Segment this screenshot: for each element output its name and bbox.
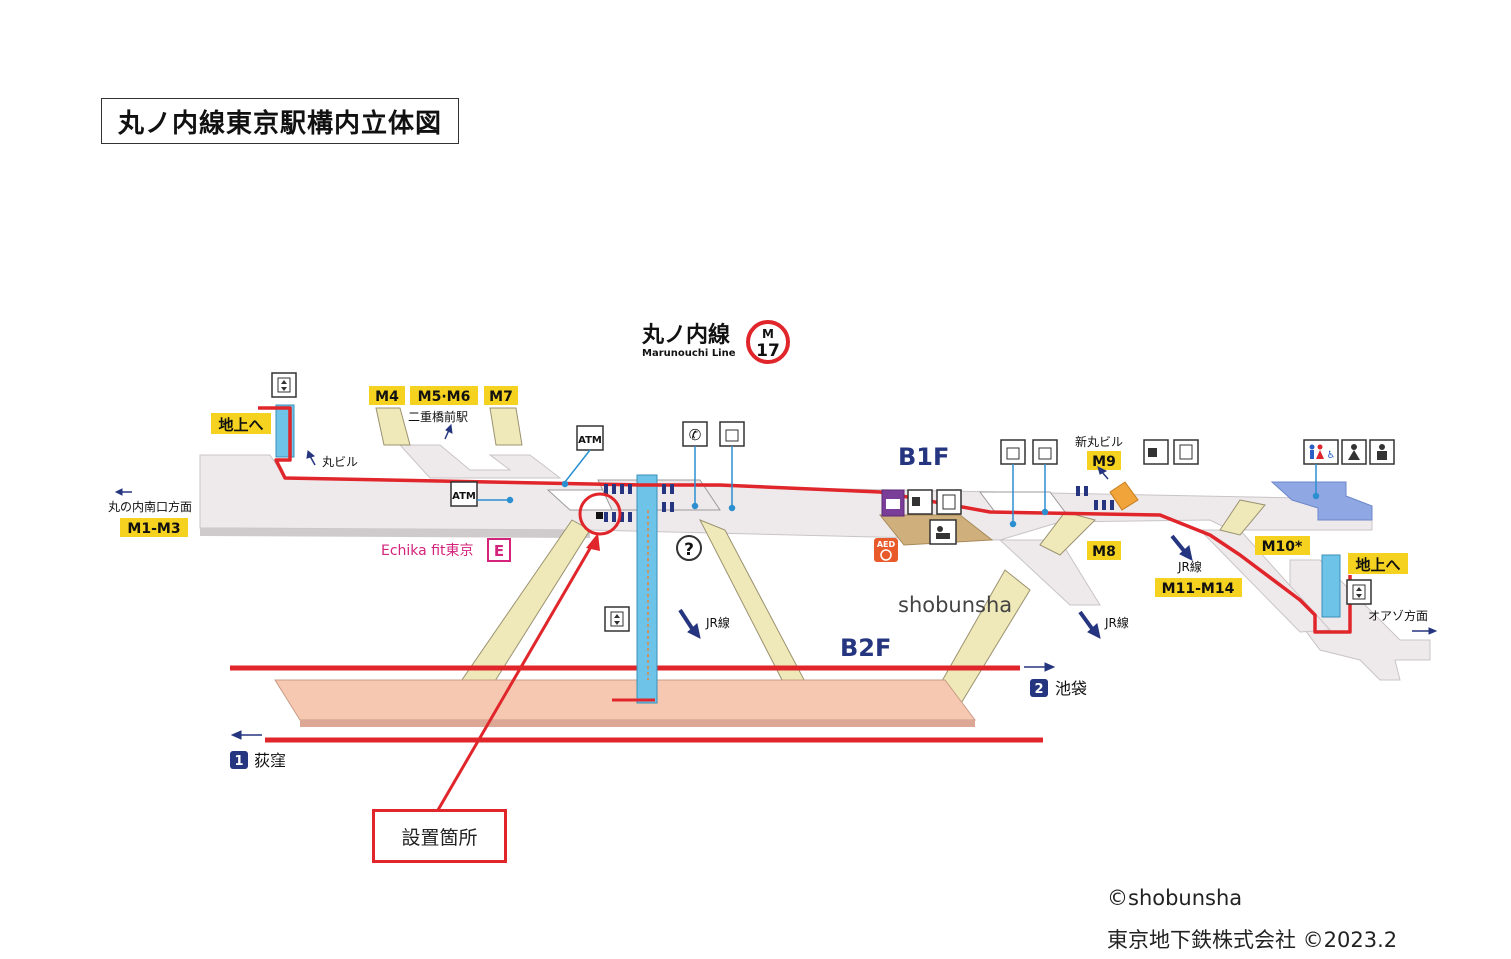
floor-b1f: B1F [898,443,949,471]
svg-text:✆: ✆ [689,426,702,444]
exit-m5-m6: M5·M6 [418,389,471,405]
location-marker [596,512,603,519]
family-toilet-icon [1341,439,1367,465]
ticket-gates [604,484,1114,522]
icon-leader-lines [477,446,1320,528]
exit-badges: M4 M5·M6 M7 M1-M3 M8 M9 M10* M11-M14 地上へ… [120,386,1408,597]
exit-m7: M7 [489,389,513,405]
echika-label: Echika fit東京 [381,543,474,559]
echika-badge: E [494,542,504,560]
coin-locker-icon [1032,439,1058,465]
line-name: 丸ノ内線 [641,322,730,348]
exit-m4: M4 [375,389,399,405]
nijubashimae-label: 二重橋前駅 [408,409,468,424]
ikebukuro-label: 池袋 [1055,679,1087,698]
svg-text:?: ? [684,540,694,560]
jr-line-label-1: JR線 [705,615,730,630]
svg-text:AED: AED [877,540,896,549]
south-exit-label: 丸の内南口方面 [108,499,192,514]
station-office-icon [929,519,957,545]
elevator-icon [1346,579,1372,605]
svg-text:M: M [762,327,774,341]
maru-building-label: 丸ビル [322,455,358,469]
ground-right-label: 地上へ [1355,556,1400,574]
atm-icon: ATM [450,481,478,507]
qr-icon [881,489,905,517]
jr-line-label-2: JR線 [1104,615,1129,630]
elevator-icon [271,372,297,398]
ticket-office-icon [1143,439,1169,465]
callout-line [436,544,594,811]
ikebukuro-number: 2 [1034,682,1043,697]
telephone-icon: ✆ [682,421,708,447]
exit-m9: M9 [1092,454,1116,470]
exit-m1-m3: M1-M3 [127,521,180,537]
atm-icon: ATM [576,425,604,451]
accessible-route [258,406,1352,634]
ticket-office [1109,481,1139,511]
jr-line-label-3: JR線 [1177,559,1202,574]
aed-icon: AED [874,538,898,562]
oazo-label: オアゾ方面 [1368,608,1428,623]
page-title: 丸ノ内線東京駅構内立体図 [101,98,459,144]
b2f-platform [274,679,976,727]
info-icon: ? [676,535,702,561]
exit-m8: M8 [1092,544,1116,560]
coin-locker-icon [719,421,745,447]
commuter-pass-icon [1173,439,1199,465]
svg-text:♿: ♿ [1327,450,1336,461]
installation-location-callout: 設置箇所 [372,809,507,863]
direction-arrows [114,423,1438,740]
shin-maru-label: 新丸ビル [1075,434,1123,449]
svg-text:ATM: ATM [452,491,476,502]
copyright-shobunsha: ©shobunsha [1107,886,1243,910]
line-name-en: Marunouchi Line [642,348,736,359]
floor-b2f: B2F [840,634,891,662]
coin-locker-icon [1000,439,1026,465]
exit-m11-m14: M11-M14 [1162,581,1235,597]
commuter-pass-icon [936,489,962,515]
copyright-tokyo-metro: 東京地下鉄株式会社 ©2023.2 [1107,928,1398,952]
elevator-icon [604,606,630,632]
watermark: shobunsha [898,593,1012,617]
ogikubo-label: 荻窪 [254,751,286,770]
svg-text:17: 17 [756,341,780,361]
ostomate-icon [1369,439,1395,465]
toilet-icon: ♿ [1303,439,1339,465]
ogikubo-number: 1 [234,754,243,769]
line-badge [746,320,790,364]
ticket-machine-icon [907,489,933,515]
svg-text:ATM: ATM [578,435,602,446]
exit-m10: M10* [1262,539,1303,555]
location-highlight [578,492,622,536]
ground-left-label: 地上へ [218,416,263,434]
